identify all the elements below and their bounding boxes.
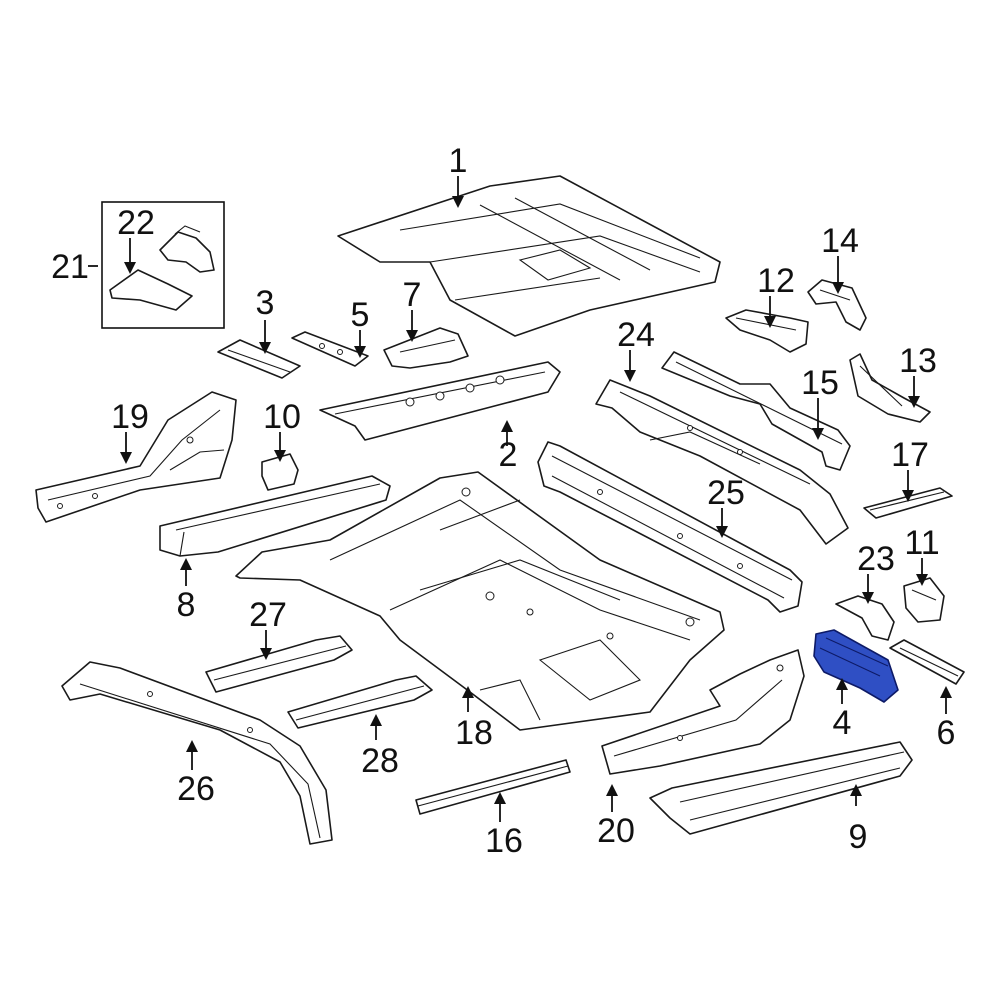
part-6-strip[interactable]	[889, 639, 965, 685]
part-28-bracket[interactable]	[287, 675, 433, 729]
part-8-rail[interactable]	[159, 475, 391, 557]
part-1-floor-pan[interactable]	[337, 175, 721, 337]
callout-15: 15	[801, 364, 839, 402]
callout-1: 1	[449, 142, 468, 180]
part-13-bracket[interactable]	[849, 353, 931, 423]
callout-6: 6	[937, 714, 956, 752]
part-24-crossmember[interactable]	[595, 379, 849, 545]
callout-18: 18	[455, 714, 493, 752]
part-10-bracket[interactable]	[261, 453, 299, 491]
callout-8: 8	[177, 586, 196, 624]
part-9-rail[interactable]	[649, 741, 913, 835]
callout-26: 26	[177, 770, 215, 808]
part-3-bracket[interactable]	[217, 339, 301, 379]
callout-22: 22	[117, 204, 155, 242]
callout-27: 27	[249, 596, 287, 634]
callout-28: 28	[361, 742, 399, 780]
callout-17: 17	[891, 436, 929, 474]
callout-labels: 1 2 3 4 5 6 7 8 9 10 11 12 13 14 15 16 1…	[51, 142, 955, 860]
part-19-side-member[interactable]	[35, 391, 237, 523]
leaders	[88, 176, 952, 822]
callout-14: 14	[821, 222, 859, 260]
part-2-crossmember[interactable]	[319, 361, 561, 441]
callout-9: 9	[849, 818, 868, 856]
callout-16: 16	[485, 822, 523, 860]
part-12-bracket[interactable]	[725, 309, 809, 353]
callout-25: 25	[707, 474, 745, 512]
part-20-side-member[interactable]	[601, 649, 805, 775]
part-26-side-member[interactable]	[61, 661, 333, 845]
part-4-highlighted[interactable]	[813, 629, 899, 703]
part-5-bracket[interactable]	[291, 331, 369, 367]
part-27-bracket[interactable]	[205, 635, 353, 693]
part-21-22-group[interactable]	[101, 201, 225, 329]
callout-23: 23	[857, 540, 895, 578]
callout-7: 7	[403, 276, 422, 314]
part-18-rear-floor[interactable]	[235, 471, 725, 731]
callout-20: 20	[597, 812, 635, 850]
callout-10: 10	[263, 398, 301, 436]
callout-21: 21	[51, 248, 89, 286]
part-17-strip[interactable]	[863, 487, 953, 519]
part-14-bracket[interactable]	[807, 279, 867, 331]
callout-4: 4	[833, 704, 852, 742]
callout-13: 13	[899, 342, 937, 380]
part-7-bracket[interactable]	[383, 327, 469, 369]
group-box	[101, 201, 225, 329]
callout-24: 24	[617, 316, 655, 354]
part-25-side-member[interactable]	[537, 441, 803, 613]
callout-19: 19	[111, 398, 149, 436]
callout-3: 3	[256, 284, 275, 322]
part-16-strip[interactable]	[415, 759, 571, 815]
callout-12: 12	[757, 262, 795, 300]
part-23-bracket[interactable]	[835, 595, 895, 641]
callout-2: 2	[499, 436, 518, 474]
part-11-bracket[interactable]	[903, 577, 945, 623]
callout-5: 5	[351, 296, 370, 334]
callout-11: 11	[904, 524, 939, 562]
